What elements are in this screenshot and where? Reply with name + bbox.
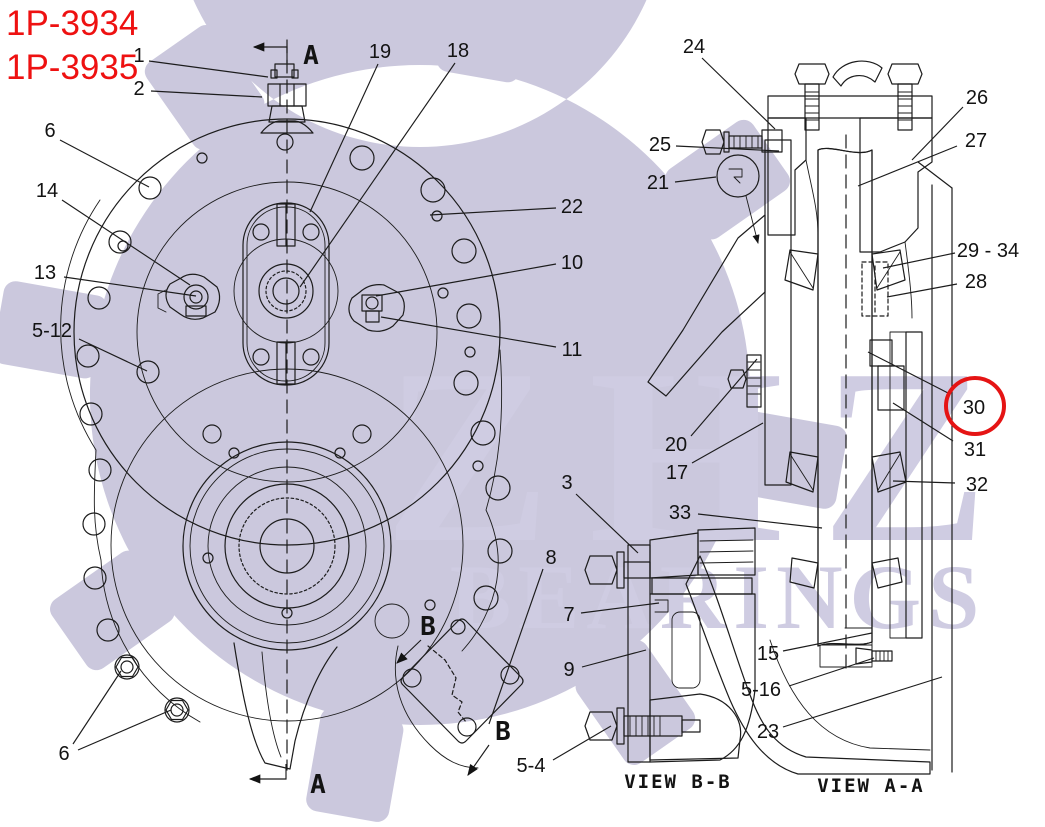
leader-line-28 bbox=[886, 283, 958, 298]
callout-6a: 6 bbox=[44, 120, 55, 142]
cover-plate-diamond bbox=[374, 599, 524, 769]
hex-bolt bbox=[164, 697, 190, 723]
flange-bolt-holes-left bbox=[76, 176, 162, 642]
part-number-1: 1P-3934 bbox=[6, 4, 139, 43]
leader-line-8 bbox=[488, 568, 544, 725]
leader-line-24 bbox=[701, 57, 776, 130]
governor-cover-plate bbox=[233, 202, 339, 386]
leader-line-31 bbox=[892, 402, 954, 442]
callout-15: 15 bbox=[757, 643, 779, 665]
callout-33: 33 bbox=[669, 502, 691, 524]
leader-line-18 bbox=[299, 62, 456, 288]
callout-14: 14 bbox=[36, 180, 58, 202]
callout-22: 22 bbox=[561, 196, 583, 218]
section-arrow-b-top bbox=[396, 639, 422, 664]
section-label-b-top: B bbox=[420, 612, 436, 642]
leader-line-5-16 bbox=[788, 657, 875, 687]
leader-line-7 bbox=[580, 602, 660, 614]
leader-line-1 bbox=[148, 60, 269, 78]
callout-30: 30 bbox=[963, 397, 985, 419]
callout-27: 27 bbox=[965, 130, 987, 152]
leader-line-26 bbox=[911, 106, 964, 161]
leader-line-14 bbox=[61, 199, 191, 286]
section-arrow-a-bottom bbox=[248, 764, 287, 784]
flange-bolt-holes-right bbox=[117, 145, 513, 611]
leader-line-20 bbox=[690, 358, 758, 437]
leader-line-5-12 bbox=[78, 338, 148, 372]
leader-line-15 bbox=[782, 632, 873, 652]
leader-line-9 bbox=[581, 649, 647, 668]
output-hub bbox=[182, 424, 392, 651]
callout-32: 32 bbox=[966, 474, 988, 496]
leader-line-11 bbox=[380, 316, 557, 348]
section-arrow-a-top bbox=[252, 42, 288, 63]
callout-28: 28 bbox=[965, 271, 987, 293]
view-bb-drawing bbox=[584, 527, 756, 763]
callout-10: 10 bbox=[561, 252, 583, 274]
front-view-drawing bbox=[60, 39, 524, 771]
section-label-a-top: A bbox=[303, 41, 319, 71]
highlight-circle-item-30 bbox=[944, 376, 1006, 436]
section-arrow-b-bottom bbox=[467, 744, 490, 776]
leader-line-13 bbox=[63, 276, 197, 297]
callout-1: 1 bbox=[133, 45, 144, 67]
leader-line-2 bbox=[150, 90, 263, 98]
leader-line-21 bbox=[674, 176, 717, 183]
callout-25: 25 bbox=[649, 134, 671, 156]
callout-21: 21 bbox=[647, 172, 669, 194]
callout-3: 3 bbox=[561, 472, 572, 494]
leader-line-25 bbox=[675, 145, 780, 152]
leader-line-29-34 bbox=[882, 252, 956, 269]
callout-31: 31 bbox=[964, 439, 986, 461]
callout-11: 11 bbox=[562, 339, 583, 361]
callout-24: 24 bbox=[683, 36, 705, 58]
callout-8: 8 bbox=[545, 547, 556, 569]
leader-line-30 bbox=[867, 351, 949, 394]
callout-5-4: 5-4 bbox=[517, 755, 546, 777]
leader-line-19 bbox=[309, 63, 379, 213]
part-number-2: 1P-3935 bbox=[6, 48, 139, 87]
hex-bolt bbox=[114, 654, 140, 680]
leader-line-5-4 bbox=[552, 725, 612, 761]
callout-26: 26 bbox=[966, 87, 988, 109]
right-fitting bbox=[348, 284, 405, 332]
callout-18: 18 bbox=[447, 40, 469, 62]
callout-29-34: 29 - 34 bbox=[957, 240, 1019, 262]
leader-line-10 bbox=[375, 263, 557, 297]
section-label-b-bottom: B bbox=[495, 717, 511, 747]
callout-2: 2 bbox=[133, 78, 144, 100]
leader-line-6a bbox=[59, 139, 150, 188]
leader-line-17 bbox=[691, 422, 764, 464]
leader-line-6b bbox=[72, 670, 122, 745]
section-label-a-bottom: A bbox=[310, 770, 326, 800]
watermark-line1: ZHZ bbox=[384, 318, 1026, 595]
callout-5-16: 5-16 bbox=[741, 679, 781, 701]
callout-17: 17 bbox=[666, 462, 688, 484]
callout-7: 7 bbox=[563, 604, 574, 626]
callout-9: 9 bbox=[563, 659, 574, 681]
leader-line-23 bbox=[782, 676, 943, 728]
view-bb-label: VIEW B-B bbox=[624, 771, 732, 793]
callout-6b: 6 bbox=[58, 743, 69, 765]
callout-13: 13 bbox=[34, 262, 56, 284]
left-fitting bbox=[157, 273, 221, 320]
leader-line-32 bbox=[892, 480, 956, 484]
leader-line-27 bbox=[857, 145, 958, 187]
watermark-text: ZHZ BEARINGS bbox=[384, 318, 1026, 648]
leader-line-33 bbox=[697, 513, 823, 529]
view-aa-drawing bbox=[647, 60, 953, 775]
view-aa-label: VIEW A-A bbox=[817, 775, 925, 797]
part-number-block: 1P-3934 1P-3935 bbox=[6, 2, 138, 90]
callout-20: 20 bbox=[665, 434, 687, 456]
leader-line-6b bbox=[77, 709, 172, 751]
leader-line-22 bbox=[429, 207, 557, 216]
leader-line-3 bbox=[575, 493, 639, 554]
callout-19: 19 bbox=[369, 41, 391, 63]
callout-5-12: 5-12 bbox=[32, 320, 72, 342]
callout-23: 23 bbox=[757, 721, 779, 743]
